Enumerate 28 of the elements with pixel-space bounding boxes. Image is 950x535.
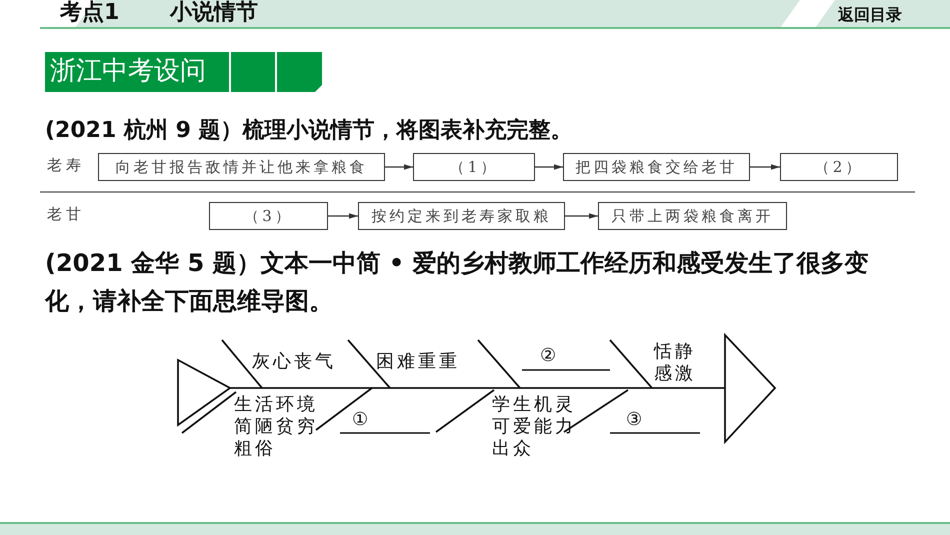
- blank-number: ①: [352, 409, 371, 431]
- process-box: 把四袋粮食交给老甘: [563, 153, 750, 181]
- process-box: （2）: [780, 153, 898, 181]
- branch-text: 恬静感激: [654, 341, 697, 385]
- question-text: (2021 金华 5 题）文本一中简 • 爱的乡村教师工作经历和感受发生了很多变化，请补全下面思维导图。: [45, 248, 870, 317]
- branch-text: 困难重重: [376, 351, 460, 373]
- row-label: 老甘: [47, 205, 85, 223]
- branch-text: 学生机灵可爱能力出众: [492, 394, 577, 460]
- row-label: 老寿: [47, 156, 85, 174]
- branch-text: 灰心丧气: [252, 351, 336, 373]
- process-box: （1）: [413, 153, 535, 181]
- arrow: [750, 164, 780, 170]
- process-box: 向老甘报告敌情并让他来拿粮食: [98, 153, 385, 181]
- branch-text: 生活环境简陋贫穷粗俗: [234, 394, 319, 460]
- arrow: [565, 213, 598, 219]
- blank-number: ③: [626, 409, 645, 431]
- tab-title: 浙江中考设问: [50, 56, 206, 88]
- arrow: [328, 213, 358, 219]
- section-heading: 考点1: [60, 0, 120, 26]
- arrow: [385, 164, 413, 170]
- back-link: 返回目录: [838, 5, 902, 24]
- process-box: 只带上两袋粮食离开: [598, 202, 787, 230]
- section-heading: 小说情节: [170, 0, 258, 26]
- blank-number: ②: [540, 345, 559, 367]
- process-box: 按约定来到老寿家取粮: [358, 202, 565, 230]
- arrow: [535, 164, 563, 170]
- question-text: (2021 杭州 9 题）梳理小说情节，将图表补充完整。: [45, 118, 573, 144]
- process-box: （3）: [209, 202, 328, 230]
